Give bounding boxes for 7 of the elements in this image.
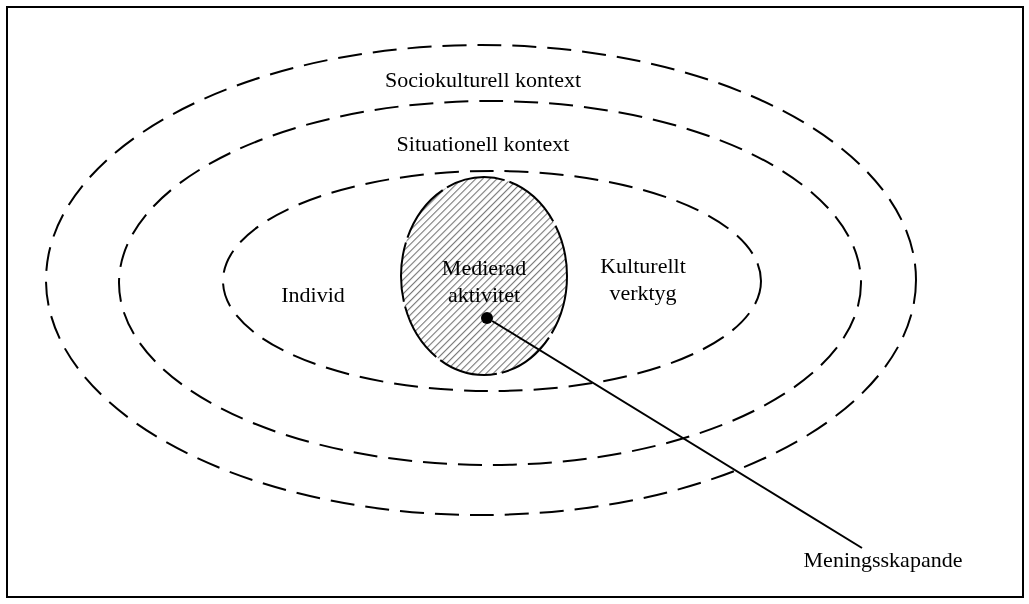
annotation-text: Meningsskapande (802, 546, 964, 573)
region-label: Individ (280, 281, 346, 308)
region-label: Sociokulturell kontext (383, 66, 583, 93)
region-label: Kulturellt verktyg (599, 252, 687, 306)
region-label: Situationell kontext (395, 130, 571, 157)
region-label: Medierad aktivitet (440, 254, 528, 308)
leader-line (491, 320, 863, 549)
